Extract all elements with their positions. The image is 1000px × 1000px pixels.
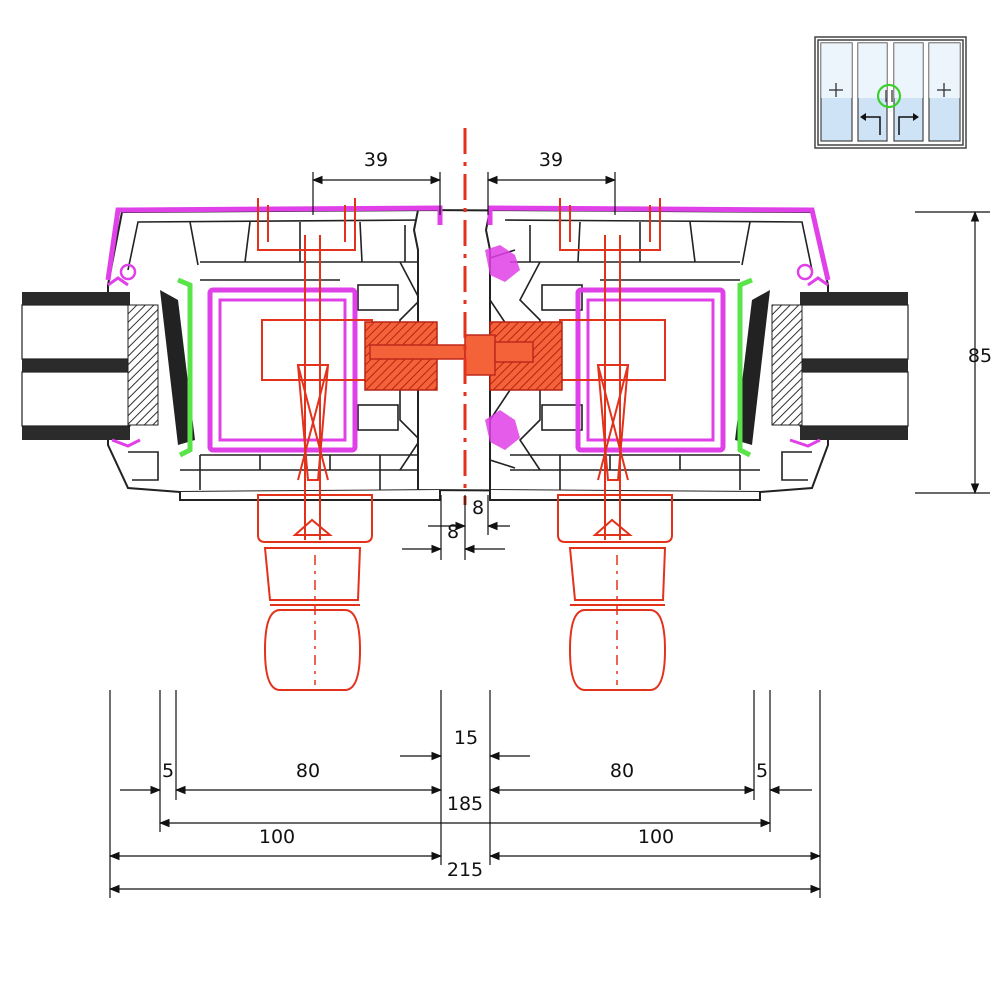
dim-center-gap: 15: [400, 727, 530, 761]
svg-text:8: 8: [472, 497, 484, 519]
handle-right: [557, 494, 673, 691]
dim-gap-upper: 8: [428, 495, 510, 560]
svg-text:215: 215: [447, 859, 483, 881]
dim-right-80: 80: [488, 760, 756, 795]
svg-text:100: 100: [259, 826, 295, 848]
screw-right: [592, 235, 633, 540]
screw-left: [292, 235, 333, 540]
svg-text:80: 80: [610, 760, 634, 782]
gasket-left: [177, 277, 193, 458]
dim-left-100: 100: [108, 826, 443, 861]
svg-text:5: 5: [162, 760, 174, 782]
dim-top-right: 39: [486, 149, 617, 215]
gasket-right: [737, 277, 753, 458]
dim-top-left: 39: [311, 149, 442, 215]
svg-text:85: 85: [968, 345, 992, 367]
svg-text:15: 15: [454, 727, 478, 749]
plus-icon: [829, 83, 843, 97]
reinforcement-left: [105, 205, 443, 453]
svg-text:100: 100: [638, 826, 674, 848]
svg-text:8: 8: [447, 521, 459, 543]
dim-left-80: 80: [174, 760, 443, 795]
dim-185: 185: [158, 793, 772, 828]
glazing-left: [21, 290, 195, 445]
glazing-right: [735, 290, 909, 445]
dim-215: 215: [108, 859, 822, 894]
svg-text:39: 39: [364, 149, 388, 171]
svg-text:39: 39: [539, 149, 563, 171]
handle-left: [257, 494, 373, 691]
plus-icon: [937, 83, 951, 97]
svg-text:5: 5: [756, 760, 768, 782]
svg-text:80: 80: [296, 760, 320, 782]
svg-text:185: 185: [447, 793, 483, 815]
dim-right-100: 100: [488, 826, 822, 861]
dim-gap-lower: 8: [402, 521, 505, 554]
bottom-extension-lines: [109, 690, 821, 898]
hardware-top-right: [559, 198, 661, 251]
dim-right-5: 5: [756, 760, 812, 795]
arrow-left-right-icon: [860, 113, 919, 135]
hardware-top-left: [257, 198, 356, 251]
lock-mechanism: [261, 319, 666, 391]
dim-right-height: 85: [915, 210, 992, 495]
dim-left-5: 5: [120, 760, 174, 795]
sliding-door-thumbnail-icon: [814, 36, 967, 149]
